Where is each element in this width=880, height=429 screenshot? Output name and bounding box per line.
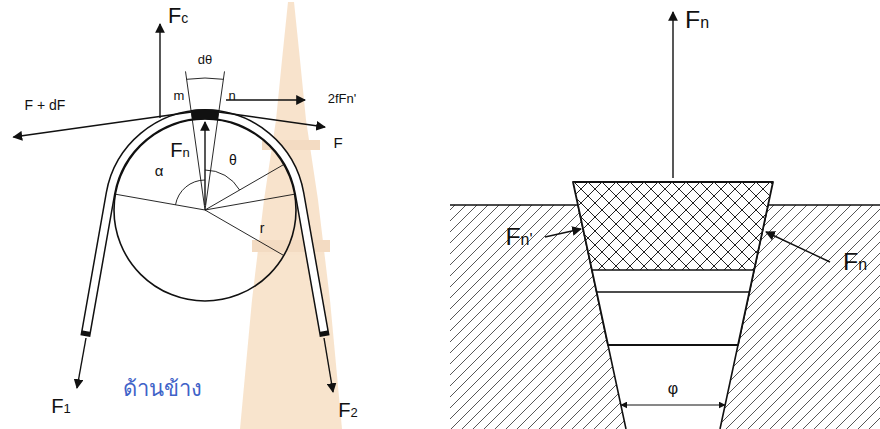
- force-arrows: [13, 24, 333, 392]
- angle-dimension: [621, 405, 725, 406]
- radius-label: r: [260, 221, 265, 236]
- watermark: [240, 2, 342, 429]
- angle-label: θ: [229, 153, 237, 168]
- point-label: n: [228, 89, 235, 103]
- force-label: F2: [338, 399, 358, 421]
- angle-label: φ: [668, 380, 678, 398]
- view-caption: ด้านข้าง: [123, 377, 202, 401]
- force-label: Fn: [685, 6, 709, 33]
- force-label: Fn: [843, 248, 867, 275]
- belt-element: [192, 109, 219, 120]
- belt: [86, 114, 324, 331]
- angle-label: dθ: [198, 53, 212, 67]
- force-label: F1: [51, 395, 71, 417]
- force-label: F: [333, 135, 342, 152]
- angle-label: α: [155, 163, 164, 180]
- construction-lines: [115, 71, 294, 255]
- pulley: [114, 119, 296, 301]
- force-label: F + dF: [25, 98, 66, 113]
- force-label: Fc: [168, 4, 188, 28]
- point-label: m: [174, 89, 185, 103]
- force-label: Fn': [505, 223, 532, 250]
- force-arrows: [545, 12, 830, 262]
- force-label: Fn: [170, 139, 190, 161]
- force-label: 2fFn': [328, 92, 357, 106]
